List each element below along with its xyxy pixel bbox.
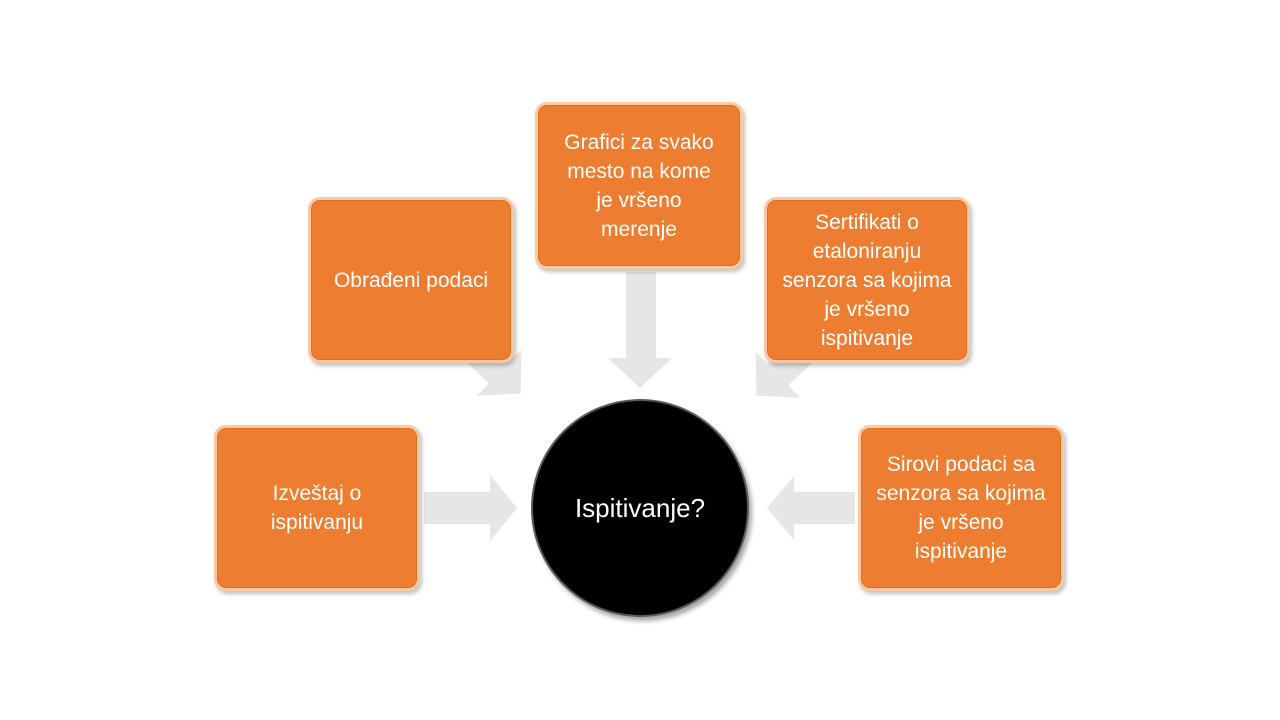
node-sirovi-podaci: Sirovi podaci sa senzora sa kojima je vr… <box>858 425 1064 591</box>
node-text-line: Obrađeni podaci <box>333 268 489 292</box>
node-text-line: etaloniranju <box>812 239 922 263</box>
center-label: Ispitivanje? <box>574 492 706 523</box>
node-grafici: Grafici za svako mesto na kome je vršeno… <box>535 102 743 269</box>
arrow-from-left <box>424 475 517 541</box>
node-text-line: je vršeno <box>596 188 682 212</box>
node-text-line: ispitivanju <box>270 511 364 534</box>
node-text-line: je vršeno <box>824 297 910 321</box>
node-text-line: ispitivanje <box>914 540 1008 563</box>
arrow-from-top <box>608 272 672 388</box>
node-text-line: senzora sa kojima <box>876 482 1046 505</box>
node-izvestaj: Izveštaj o ispitivanju <box>214 425 420 591</box>
node-text-line: merenje <box>601 217 677 241</box>
center-node-ispitivanje: Ispitivanje? <box>531 399 749 617</box>
node-text-line: ispitivanje <box>820 326 914 350</box>
node-obradjeni-podaci: Obrađeni podaci <box>308 197 514 363</box>
arrow-from-right <box>767 476 855 540</box>
node-text-line: Izveštaj o <box>272 482 362 505</box>
node-text-line: je vršeno <box>918 511 1004 534</box>
node-text-line: Sirovi podaci sa <box>886 453 1036 476</box>
node-text-line: Sertifikati o <box>815 210 919 234</box>
node-sertifikati: Sertifikati o etaloniranju senzora sa ko… <box>764 197 970 363</box>
node-text-line: Grafici za svako <box>564 130 714 154</box>
node-text-line: senzora sa kojima <box>782 268 952 292</box>
node-text-line: mesto na kome <box>567 159 711 183</box>
